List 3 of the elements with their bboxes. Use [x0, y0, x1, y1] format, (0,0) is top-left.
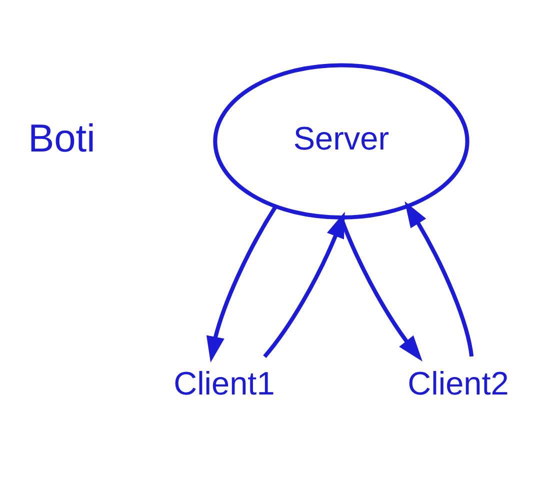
node-text: Client2: [408, 365, 509, 402]
label: Boti: [28, 117, 96, 160]
node-text: Client1: [174, 365, 275, 402]
